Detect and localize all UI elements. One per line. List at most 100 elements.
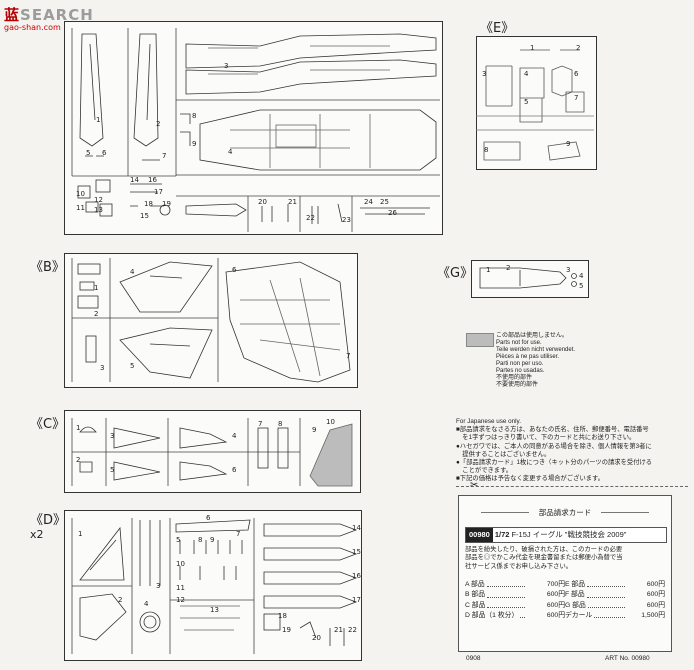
legend-line: 不要使用的部件	[496, 382, 539, 388]
part-number-a-2: 2	[156, 120, 161, 128]
part-number-a-25: 25	[380, 198, 389, 206]
price-item-value: 600円	[546, 591, 565, 599]
part-number-d-21: 21	[334, 626, 343, 634]
part-number-e-8: 8	[484, 146, 489, 154]
part-number-e-1: 1	[530, 44, 535, 52]
part-number-g-4: 4	[579, 272, 584, 280]
part-number-a-24: 24	[364, 198, 373, 206]
part-number-a-18: 18	[144, 200, 153, 208]
price-item-value: 1,500円	[641, 611, 665, 619]
part-number-a-20: 20	[258, 198, 267, 206]
dot-leader	[586, 590, 625, 598]
part-number-e-2: 2	[576, 44, 581, 52]
legend-line: Parti non per uso.	[496, 361, 544, 367]
notice-line: ●ハセガワでは、ご本人の同意がある場合を除き、個人情報を第3者に	[456, 442, 652, 450]
part-number-d-22: 22	[348, 626, 357, 634]
notice-line: ●「部品請求カード」1枚につき（キット分のパーツの請求を受付ける	[456, 459, 653, 467]
part-number-b-2: 2	[94, 310, 99, 318]
part-number-b-5: 5	[130, 362, 135, 370]
part-number-g-1: 1	[486, 266, 491, 274]
section-label-g: 《G》	[437, 266, 474, 281]
part-number-d-20: 20	[312, 634, 321, 642]
part-number-c-2: 2	[76, 456, 81, 464]
part-number-a-16: 16	[148, 176, 157, 184]
dot-leader	[487, 601, 525, 608]
price-row: D 部品（1 枚分）600円 デカール 1,500円	[465, 611, 665, 621]
legend-line: Teile werden nicht verwendet.	[496, 347, 576, 353]
part-number-d-7: 7	[236, 530, 241, 538]
card-title: 部品請求カード	[538, 508, 592, 517]
part-number-c-3: 3	[110, 432, 115, 440]
scissors-icon: ✂	[470, 480, 479, 491]
notice-line: ことができます。	[456, 467, 513, 475]
part-number-c-1: 1	[76, 424, 81, 432]
part-number-g-5: 5	[579, 282, 584, 290]
part-number-a-3: 3	[224, 62, 229, 70]
part-number-d-17: 17	[352, 596, 361, 604]
price-item-value: 600円	[646, 581, 665, 588]
part-number-d-11: 11	[176, 584, 185, 592]
price-item-name: E 部品	[565, 581, 586, 588]
part-number-c-9: 9	[312, 426, 317, 434]
watermark-title: 蓝SEARCH	[4, 4, 94, 25]
price-item-value: 600円	[646, 591, 665, 599]
part-number-d-8: 8	[198, 536, 203, 544]
part-number-d-5: 5	[176, 536, 181, 544]
part-number-a-12: 12	[94, 196, 103, 204]
legend-line: Partes no usadas.	[496, 368, 545, 374]
title-rule-left	[481, 512, 529, 513]
part-number-a-6: 6	[102, 149, 107, 157]
dot-leader	[486, 580, 525, 588]
sprue-d-panel	[64, 510, 362, 661]
part-number-a-4: 4	[228, 148, 233, 156]
part-number-e-7: 7	[574, 94, 579, 102]
part-number-d-16: 16	[352, 572, 361, 580]
section-label-d-text: 《D》	[30, 513, 67, 528]
part-number-a-9: 9	[192, 140, 197, 148]
part-number-d-9: 9	[210, 536, 215, 544]
part-number-c-5: 5	[110, 466, 115, 474]
section-label-d: 《D》x2	[30, 509, 66, 541]
desc-line: 部品を紛失したり、破損された方は、このカードの必要	[465, 546, 623, 553]
dot-leader	[587, 580, 625, 588]
part-number-a-13: 13	[94, 206, 103, 214]
part-number-a-8: 8	[192, 112, 197, 120]
part-number-c-10: 10	[326, 418, 335, 426]
dot-leader	[587, 601, 625, 608]
title-rule-right	[601, 512, 649, 513]
price-item: D 部品（1 枚分）600円	[465, 611, 565, 621]
part-number-c-8: 8	[278, 420, 283, 428]
price-item-name: F 部品	[565, 591, 585, 599]
part-number-e-3: 3	[482, 70, 487, 78]
part-number-d-13: 13	[210, 606, 219, 614]
part-number-g-3: 3	[566, 266, 571, 274]
part-number-a-1: 1	[96, 116, 101, 124]
part-number-d-12: 12	[176, 596, 185, 604]
part-number-g-2: 2	[506, 264, 511, 272]
part-number-a-7: 7	[162, 152, 167, 160]
part-number-a-10: 10	[76, 190, 85, 198]
print-code: 0908	[466, 655, 481, 662]
part-number-b-1: 1	[94, 284, 99, 292]
part-number-a-14: 14	[130, 176, 139, 184]
price-item-name: デカール	[565, 611, 593, 619]
part-number-d-18: 18	[278, 612, 287, 620]
part-number-d-15: 15	[352, 548, 361, 556]
part-number-a-17: 17	[154, 188, 163, 196]
notice-line: 提供することはございません。	[456, 450, 551, 458]
dot-leader	[594, 611, 625, 619]
card-description: 部品を紛失したり、破損された方は、このカードの必要 部品を◎でかこみ代金を現金書…	[465, 546, 665, 571]
part-number-a-5: 5	[86, 149, 91, 157]
price-item-name: B 部品	[465, 591, 486, 599]
price-item-name: A 部品	[465, 581, 485, 588]
part-number-d-1: 1	[78, 530, 83, 538]
price-item-value: 600円	[646, 601, 665, 609]
part-number-e-9: 9	[566, 140, 571, 148]
